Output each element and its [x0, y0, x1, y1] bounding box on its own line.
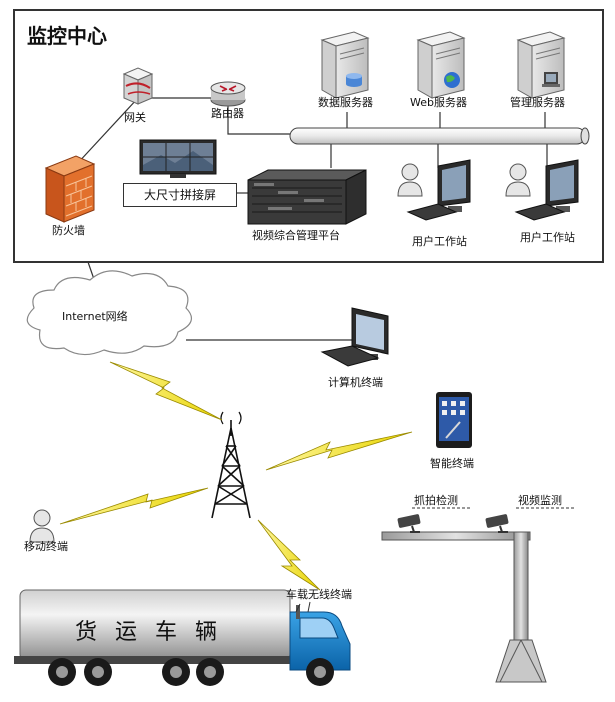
mobile-terminal-label: 移动终端 — [24, 540, 68, 553]
user-workstation-1-icon — [397, 159, 471, 221]
user-workstation-2-icon — [505, 159, 579, 221]
wireless-bolts — [59, 361, 413, 591]
gateway-icon — [122, 67, 154, 105]
data-server-label: 数据服务器 — [318, 96, 373, 109]
user-workstation-1-label: 用户工作站 — [412, 235, 467, 248]
gateway-label: 网关 — [124, 111, 146, 124]
firewall-icon — [44, 155, 96, 223]
smart-terminal-label: 智能终端 — [430, 457, 474, 470]
router-label: 路由器 — [211, 107, 244, 120]
computer-terminal-label: 计算机终端 — [328, 376, 383, 389]
monitor-center-frame — [13, 9, 604, 263]
monitor-center-title: 监控中心 — [27, 24, 107, 48]
network-links — [75, 97, 548, 341]
mobile-terminal-icon — [29, 509, 55, 543]
web-server-label: Web服务器 — [410, 96, 467, 109]
management-server-icon — [516, 31, 566, 99]
backbone-bus — [289, 127, 590, 145]
computer-terminal-icon — [320, 307, 389, 367]
video-camera-icon — [485, 514, 509, 533]
capture-camera-icon — [397, 514, 421, 533]
internet-label: Internet网络 — [62, 310, 128, 323]
firewall-label: 防火墙 — [52, 224, 85, 237]
web-server-icon — [416, 31, 466, 99]
video-platform-icon — [247, 169, 367, 225]
capture-detect-label: 抓拍检测 — [414, 494, 458, 507]
truck-icon — [14, 589, 351, 686]
big-screen-label: 大尺寸拼接屏 — [123, 183, 237, 207]
vehicle-terminal-label: 车载无线终端 — [286, 588, 352, 601]
video-monitor-label: 视频监测 — [518, 494, 562, 507]
truck-label: 货运车辆 — [75, 620, 236, 645]
video-platform-label: 视频综合管理平台 — [252, 229, 340, 242]
router-icon — [210, 81, 246, 107]
internet-cloud-icon — [26, 270, 193, 356]
management-server-label: 管理服务器 — [510, 96, 565, 109]
user-workstation-2-label: 用户工作站 — [520, 231, 575, 244]
camera-gantry-icon — [381, 531, 547, 683]
data-server-icon — [320, 31, 370, 99]
smart-terminal-icon — [436, 392, 472, 448]
wireless-tower-icon — [211, 411, 251, 519]
big-screen-icon — [139, 139, 217, 178]
